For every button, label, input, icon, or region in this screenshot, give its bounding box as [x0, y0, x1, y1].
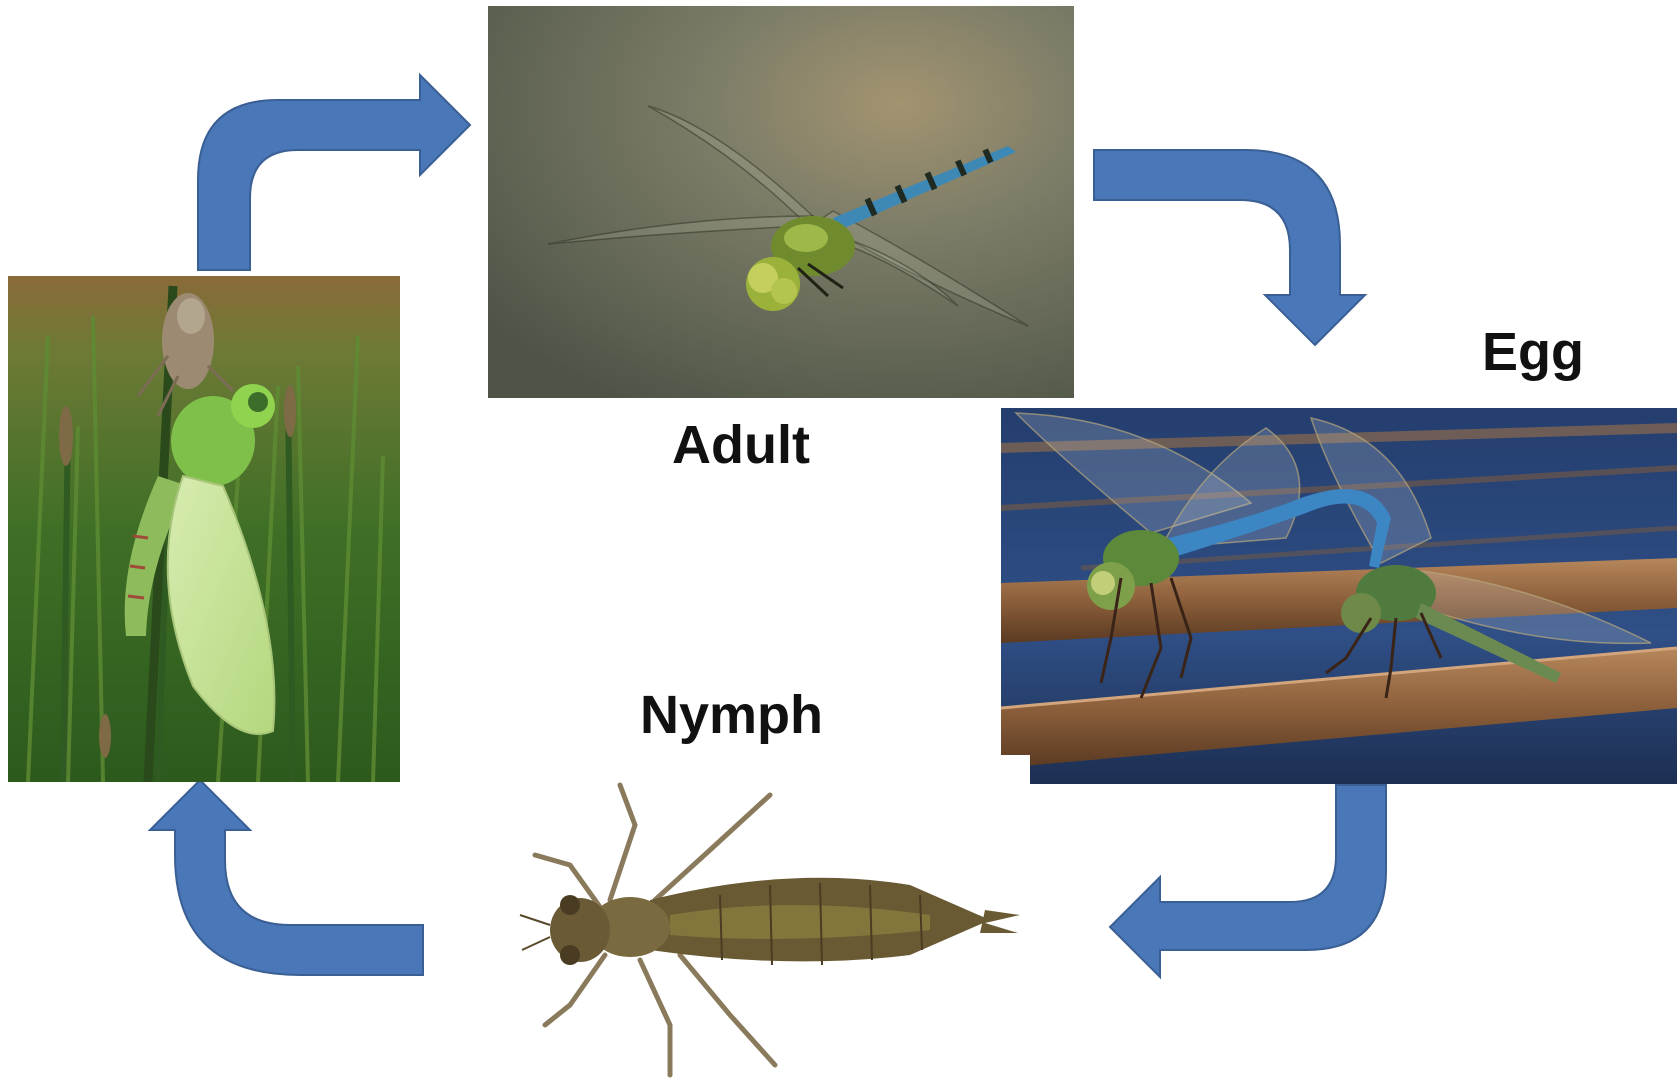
stage-label-adult: Adult	[672, 418, 810, 472]
arrow-nymph-to-emergence	[150, 780, 423, 975]
egg-photo	[1001, 408, 1677, 784]
stage-label-nymph: Nymph	[640, 688, 823, 742]
stage-label-egg: Egg	[1482, 325, 1584, 379]
arrow-emergence-to-adult	[198, 75, 470, 270]
nymph-photo	[490, 755, 1030, 1088]
adult-photo	[488, 6, 1074, 398]
arrow-adult-to-egg	[1094, 150, 1365, 345]
emergence-photo	[8, 276, 400, 782]
arrow-egg-to-nymph	[1110, 785, 1386, 977]
